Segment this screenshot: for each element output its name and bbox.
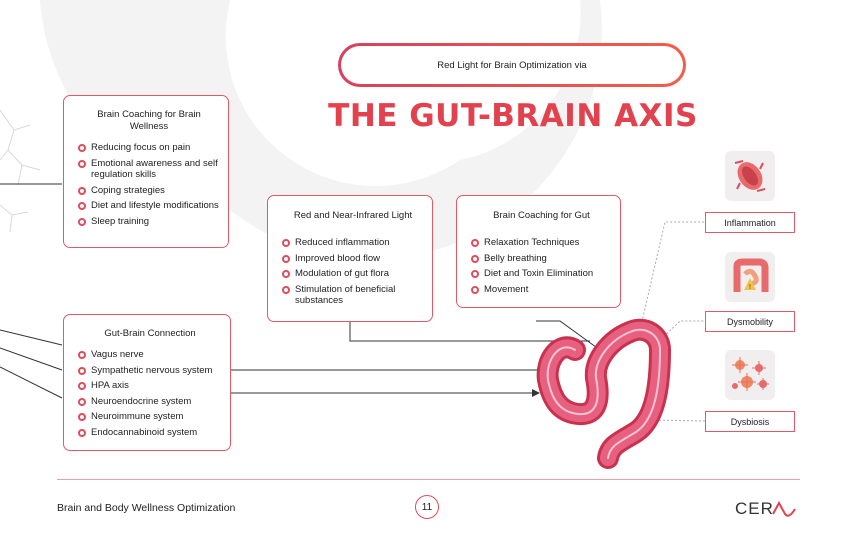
box-title: Red and Near-Infrared Light: [293, 210, 413, 221]
bacteria-icon: [725, 350, 775, 400]
svg-text:!: !: [749, 284, 751, 291]
dysbiosis-label: Dysbiosis: [705, 411, 795, 432]
inflammation-label: Inflammation: [705, 212, 795, 233]
red-light-box: Red and Near-Infrared Light Reduced infl…: [267, 195, 433, 322]
footer-divider: [57, 479, 800, 480]
gut-coaching-box: Brain Coaching for Gut Relaxation Techni…: [456, 195, 621, 308]
list-item: Stimulation of beneficial substances: [282, 284, 424, 307]
inflammation-icon: [725, 151, 775, 201]
svg-text:CER: CER: [735, 499, 774, 518]
subtitle-pill: Red Light for Brain Optimization via: [338, 43, 686, 87]
title-line-2: Wellness: [129, 121, 169, 132]
list-item: Sleep training: [78, 216, 220, 228]
intestine-alert-icon: !: [725, 252, 775, 302]
arrow-head: [532, 389, 540, 397]
footer-title: Brain and Body Wellness Optimization: [57, 502, 236, 514]
list-item: Relaxation Techniques: [471, 237, 612, 249]
connector-lines: [0, 183, 601, 399]
item-list: Reduced inflammation Improved blood flow…: [282, 237, 424, 307]
list-item: Sympathetic nervous system: [78, 365, 222, 377]
list-item: Improved blood flow: [282, 253, 424, 265]
list-item: Diet and Toxin Elimination: [471, 268, 612, 280]
list-item: Reduced inflammation: [282, 237, 424, 249]
item-list: Reducing focus on pain Emotional awarene…: [78, 142, 220, 227]
list-item: Emotional awareness and self regulation …: [78, 158, 220, 181]
page-title: THE GUT-BRAIN AXIS: [328, 98, 698, 134]
list-item: Movement: [471, 284, 612, 296]
list-item: Neuroimmune system: [78, 411, 222, 423]
list-item: Belly breathing: [471, 253, 612, 265]
box-title: Gut-Brain Connection: [104, 328, 196, 339]
page-number: 11: [415, 495, 439, 519]
box-title: Brain Coaching for Gut: [493, 210, 590, 221]
brand-logo: CER: [735, 497, 805, 524]
box-title: Brain Coaching for Brain Wellness: [78, 109, 220, 133]
subtitle-text: Red Light for Brain Optimization via: [341, 46, 683, 84]
list-item: Reducing focus on pain: [78, 142, 220, 154]
neuron-decoration: [0, 109, 41, 233]
list-item: Coping strategies: [78, 185, 220, 197]
item-list: Vagus nerve Sympathetic nervous system H…: [78, 349, 222, 438]
list-item: Endocannabinoid system: [78, 427, 222, 439]
dysmobility-label: Dysmobility: [705, 311, 795, 332]
gut-brain-connection-box: Gut-Brain Connection Vagus nerve Sympath…: [63, 314, 231, 451]
colon-illustration: [536, 318, 672, 469]
list-item: Vagus nerve: [78, 349, 222, 361]
title-line-1: Brain Coaching for Brain: [97, 109, 201, 120]
list-item: HPA axis: [78, 380, 222, 392]
list-item: Diet and lifestyle modifications: [78, 200, 220, 212]
list-item: Modulation of gut flora: [282, 268, 424, 280]
brain-coaching-wellness-box: Brain Coaching for Brain Wellness Reduci…: [63, 95, 229, 248]
list-item: Neuroendocrine system: [78, 396, 222, 408]
item-list: Relaxation Techniques Belly breathing Di…: [471, 237, 612, 295]
